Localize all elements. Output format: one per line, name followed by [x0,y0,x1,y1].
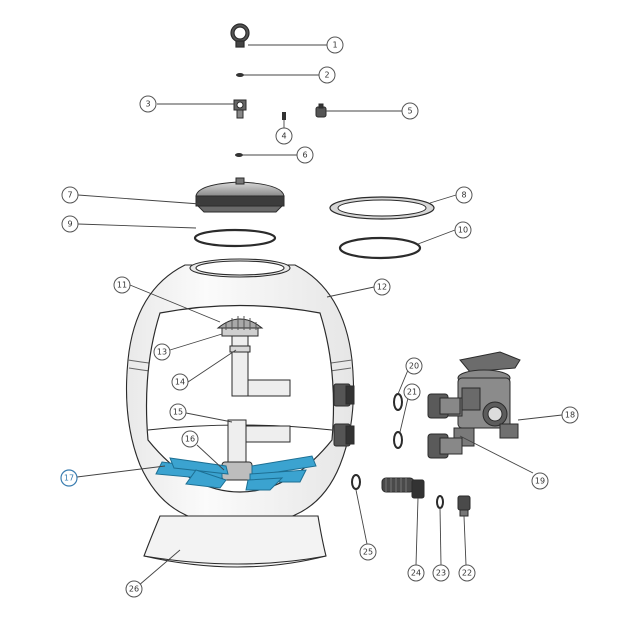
part-tank-12 [125,258,355,521]
svg-text:10: 10 [458,226,468,235]
callout-10: 10 [454,221,472,239]
part-gasket-25 [351,474,361,490]
svg-text:18: 18 [565,411,575,420]
part-pin-4 [282,112,286,120]
svg-text:21: 21 [407,388,417,397]
callout-1: 1 [326,36,344,54]
svg-text:12: 12 [377,283,387,292]
part-laterals-17 [155,455,317,491]
callout-6: 6 [296,146,314,164]
svg-text:19: 19 [535,477,545,486]
callout-3: 3 [139,95,157,113]
part-oring-23 [436,495,444,509]
svg-text:25: 25 [363,548,373,557]
svg-text:4: 4 [281,132,286,141]
part-oring-21 [393,431,403,449]
part-lower-pipe-15 [227,419,291,465]
part-plug-22 [457,495,471,517]
callout-9: 9 [61,215,79,233]
svg-text:16: 16 [185,435,195,444]
part-adapter-3 [233,99,247,119]
svg-text:22: 22 [462,569,472,578]
part-tank-ports [333,383,355,447]
svg-text:9: 9 [67,220,72,229]
svg-text:15: 15 [173,408,183,417]
callout-11: 11 [113,276,131,294]
callout-23: 23 [432,564,450,582]
callout-26: 26 [125,580,143,598]
part-oring-6 [235,153,243,157]
svg-text:2: 2 [324,71,329,80]
part-small-oring-2 [236,73,244,77]
part-collector-pipe-14 [229,335,291,397]
part-pressure-gauge [230,23,250,48]
callout-15: 15 [169,403,187,421]
part-oring-20 [393,393,403,411]
part-clamp-ring-8 [329,196,435,220]
svg-text:11: 11 [117,281,127,290]
svg-text:3: 3 [145,100,150,109]
part-lid-oring-9 [193,228,277,248]
callout-7: 7 [61,186,79,204]
part-multiport-valve-18 [447,351,521,447]
callout-12: 12 [373,278,391,296]
part-drain-plug-24 [381,477,425,499]
part-base-26 [143,515,327,568]
svg-text:5: 5 [407,107,412,116]
callout-22: 22 [458,564,476,582]
svg-text:23: 23 [436,569,446,578]
callout-2: 2 [318,66,336,84]
part-unions-19 [427,393,463,459]
callout-21: 21 [403,383,421,401]
svg-text:1: 1 [332,41,337,50]
leader-lines [76,44,563,587]
svg-text:14: 14 [175,378,185,387]
svg-text:8: 8 [461,191,466,200]
callout-19: 19 [531,472,549,490]
svg-text:26: 26 [129,585,139,594]
part-ring-oring-10 [338,236,422,260]
callout-8: 8 [455,186,473,204]
svg-text:24: 24 [411,569,421,578]
svg-text:20: 20 [409,362,419,371]
callout-16: 16 [181,430,199,448]
callout-14: 14 [171,373,189,391]
callout-17: 17 [60,469,78,487]
svg-text:13: 13 [157,348,167,357]
callout-5: 5 [401,102,419,120]
callout-13: 13 [153,343,171,361]
part-air-valve-5 [315,103,327,118]
svg-text:6: 6 [302,151,307,160]
callout-25: 25 [359,543,377,561]
part-diffuser-11 [216,316,264,337]
callout-18: 18 [561,406,579,424]
svg-text:7: 7 [67,191,72,200]
callout-4: 4 [275,127,293,145]
part-lid-7 [195,177,285,213]
svg-text:17: 17 [64,474,74,483]
callout-20: 20 [405,357,423,375]
callout-24: 24 [407,564,425,582]
